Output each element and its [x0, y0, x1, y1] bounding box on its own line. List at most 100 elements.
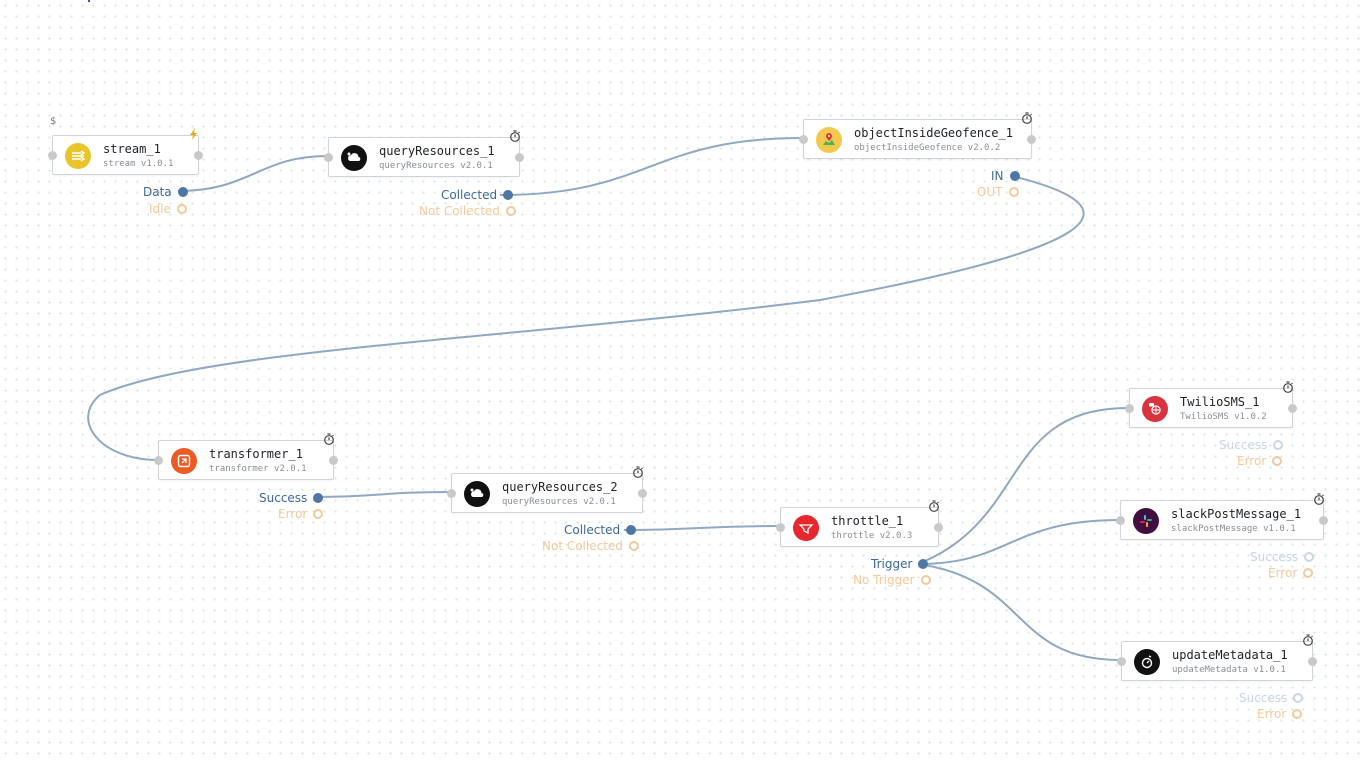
cloud-search-icon: [341, 145, 367, 171]
output-success[interactable]: Success: [1250, 550, 1315, 564]
node-stream-1[interactable]: stream_1 stream v1.0.1: [48, 128, 203, 175]
output-dot[interactable]: [1292, 709, 1303, 719]
output-label: Collected: [441, 188, 498, 202]
output-dot[interactable]: [628, 541, 639, 551]
output-dot[interactable]: [1293, 693, 1304, 703]
output-out[interactable]: OUT: [977, 185, 1019, 199]
wire-query2-collected-to-throttle: [623, 525, 780, 531]
output-port[interactable]: [638, 489, 647, 498]
node-query-resources-2[interactable]: queryResources_2 queryResources v2.0.1: [447, 466, 647, 513]
node-slack-post-message-1[interactable]: slackPostMessage_1 slackPostMessage v1.0…: [1116, 493, 1328, 540]
timer-icon: [928, 500, 940, 512]
input-port[interactable]: [324, 153, 333, 162]
output-success[interactable]: Success: [1219, 438, 1284, 452]
timer-icon: [632, 466, 644, 478]
input-port[interactable]: [776, 523, 785, 532]
input-port[interactable]: [48, 151, 57, 160]
output-collected[interactable]: Collected: [441, 188, 514, 202]
input-port[interactable]: [154, 456, 163, 465]
output-port[interactable]: [1308, 657, 1317, 666]
node-transformer-1[interactable]: transformer_1 transformer v2.0.1: [154, 433, 338, 480]
wire-stream-data-to-query1: [177, 155, 328, 192]
output-port[interactable]: [1027, 135, 1036, 144]
output-label: Collected: [564, 523, 621, 537]
output-label: Success: [259, 491, 308, 505]
node-update-metadata-1[interactable]: updateMetadata_1 updateMetadata v1.0.1: [1117, 634, 1317, 681]
output-port[interactable]: [934, 523, 943, 532]
output-label: Success: [1219, 438, 1268, 452]
output-success[interactable]: Success: [259, 491, 324, 505]
output-label: OUT: [977, 185, 1003, 199]
output-dot[interactable]: [503, 190, 514, 200]
metadata-icon: [1134, 649, 1160, 675]
output-dot[interactable]: [1304, 552, 1315, 562]
output-dot[interactable]: [177, 187, 188, 197]
output-port[interactable]: [329, 456, 338, 465]
output-error[interactable]: Error: [1237, 454, 1283, 468]
node-query-resources-1[interactable]: queryResources_1 queryResources v2.0.1: [324, 130, 524, 177]
node-title: TwilioSMS_1: [1180, 395, 1260, 409]
sms-icon: [1142, 396, 1168, 422]
output-idle[interactable]: Idle: [149, 202, 187, 216]
output-port[interactable]: [515, 153, 524, 162]
node-title: updateMetadata_1: [1172, 648, 1288, 662]
timer-icon: [1282, 381, 1294, 393]
input-port[interactable]: [1117, 657, 1126, 666]
output-dot[interactable]: [626, 525, 637, 535]
output-error[interactable]: Error: [1257, 707, 1303, 721]
output-not-collected[interactable]: Not Collected: [419, 204, 516, 218]
output-dot[interactable]: [1009, 171, 1020, 181]
output-collected[interactable]: Collected: [564, 523, 637, 537]
node-version: updateMetadata v1.0.1: [1172, 665, 1286, 675]
output-error[interactable]: Error: [278, 507, 324, 521]
output-dot[interactable]: [505, 206, 516, 216]
node-title: transformer_1: [209, 447, 303, 461]
node-version: transformer v2.0.1: [209, 464, 307, 474]
output-dot[interactable]: [313, 493, 324, 503]
output-in[interactable]: IN: [991, 169, 1020, 183]
output-dot[interactable]: [1272, 456, 1283, 466]
output-dot[interactable]: [176, 204, 187, 214]
output-dot[interactable]: [920, 575, 931, 585]
output-label: Success: [1239, 691, 1288, 705]
timer-icon: [509, 130, 521, 142]
stream-icon: [65, 143, 91, 169]
output-no-trigger[interactable]: No Trigger: [853, 573, 931, 587]
node-version: objectInsideGeofence v2.0.2: [854, 143, 1001, 153]
output-port[interactable]: [194, 151, 203, 160]
node-twilio-sms-1[interactable]: TwilioSMS_1 TwilioSMS v1.0.2: [1125, 381, 1297, 428]
input-port[interactable]: [1125, 404, 1134, 413]
wire-geofence-in-to-transformer: [87, 175, 1085, 461]
output-trigger[interactable]: Trigger: [871, 557, 929, 571]
node-throttle-1[interactable]: throttle_1 throttle v2.0.3: [776, 500, 943, 547]
canvas-corner-marker: [88, 0, 90, 2]
canvas-symbol: $: [50, 116, 57, 127]
output-label: Error: [1257, 707, 1287, 721]
output-port[interactable]: [1288, 404, 1297, 413]
output-dot[interactable]: [918, 559, 929, 569]
output-success[interactable]: Success: [1239, 691, 1304, 705]
node-version: TwilioSMS v1.0.2: [1180, 412, 1267, 422]
output-dot[interactable]: [1303, 568, 1314, 578]
wire-query1-collected-to-geofence: [499, 137, 804, 196]
output-dot[interactable]: [1273, 440, 1284, 450]
timer-icon: [1302, 634, 1314, 646]
output-dot[interactable]: [313, 509, 324, 519]
transform-icon: [171, 448, 197, 474]
output-port[interactable]: [1319, 516, 1328, 525]
node-version: slackPostMessage v1.0.1: [1171, 524, 1296, 534]
node-version: queryResources v2.0.1: [379, 161, 493, 171]
node-version: throttle v2.0.3: [831, 531, 913, 541]
input-port[interactable]: [447, 489, 456, 498]
input-port[interactable]: [1116, 516, 1125, 525]
input-port[interactable]: [799, 135, 808, 144]
throttle-icon: [793, 515, 819, 541]
output-data[interactable]: Data: [143, 185, 188, 199]
output-not-collected[interactable]: Not Collected: [542, 539, 639, 553]
output-error[interactable]: Error: [1268, 566, 1314, 580]
output-label: Error: [1237, 454, 1267, 468]
wire-throttle-trigger-to-metadata: [917, 563, 1122, 661]
node-object-inside-geofence-1[interactable]: objectInsideGeofence_1 objectInsideGeofe…: [799, 112, 1036, 159]
node-version: stream v1.0.1: [103, 159, 174, 169]
output-dot[interactable]: [1008, 187, 1019, 197]
